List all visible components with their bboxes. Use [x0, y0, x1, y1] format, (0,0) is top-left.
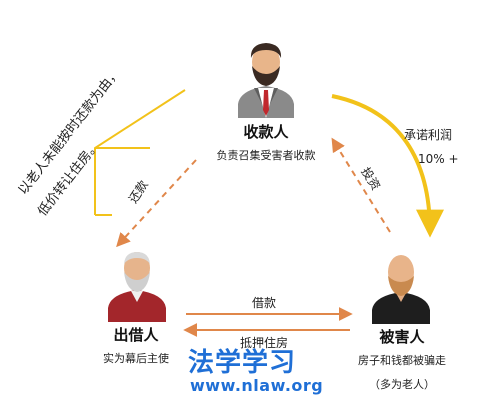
promise-arrow — [331, 94, 444, 238]
victim-title: 被害人 — [379, 328, 425, 346]
loan-label: 借款 — [252, 296, 277, 310]
lender-subtitle: 实为幕后主使 — [103, 352, 169, 365]
invest-arrow — [331, 137, 391, 233]
promise-rate-label: 10% + — [418, 152, 459, 166]
collector-title: 收款人 — [243, 123, 289, 141]
victim-subtitle: 房子和钱都被骗走 — [358, 354, 446, 367]
collector-subtitle: 负责召集受害者收款 — [216, 149, 316, 162]
side-note-bracket-foot — [95, 147, 150, 216]
collector-avatar-icon — [238, 43, 294, 118]
watermark-url: www.nlaw.org — [190, 376, 324, 395]
victim-subtitle-2: （多为老人） — [369, 378, 435, 391]
repay-arrow — [116, 159, 197, 248]
lender-avatar-icon — [108, 252, 166, 322]
watermark-title: 法学学习 — [188, 348, 297, 378]
mortgage-label: 抵押住房 — [240, 336, 289, 350]
promise-label: 承诺利润 — [404, 128, 453, 142]
lender-title: 出借人 — [113, 326, 159, 344]
victim-avatar-icon — [372, 255, 430, 324]
